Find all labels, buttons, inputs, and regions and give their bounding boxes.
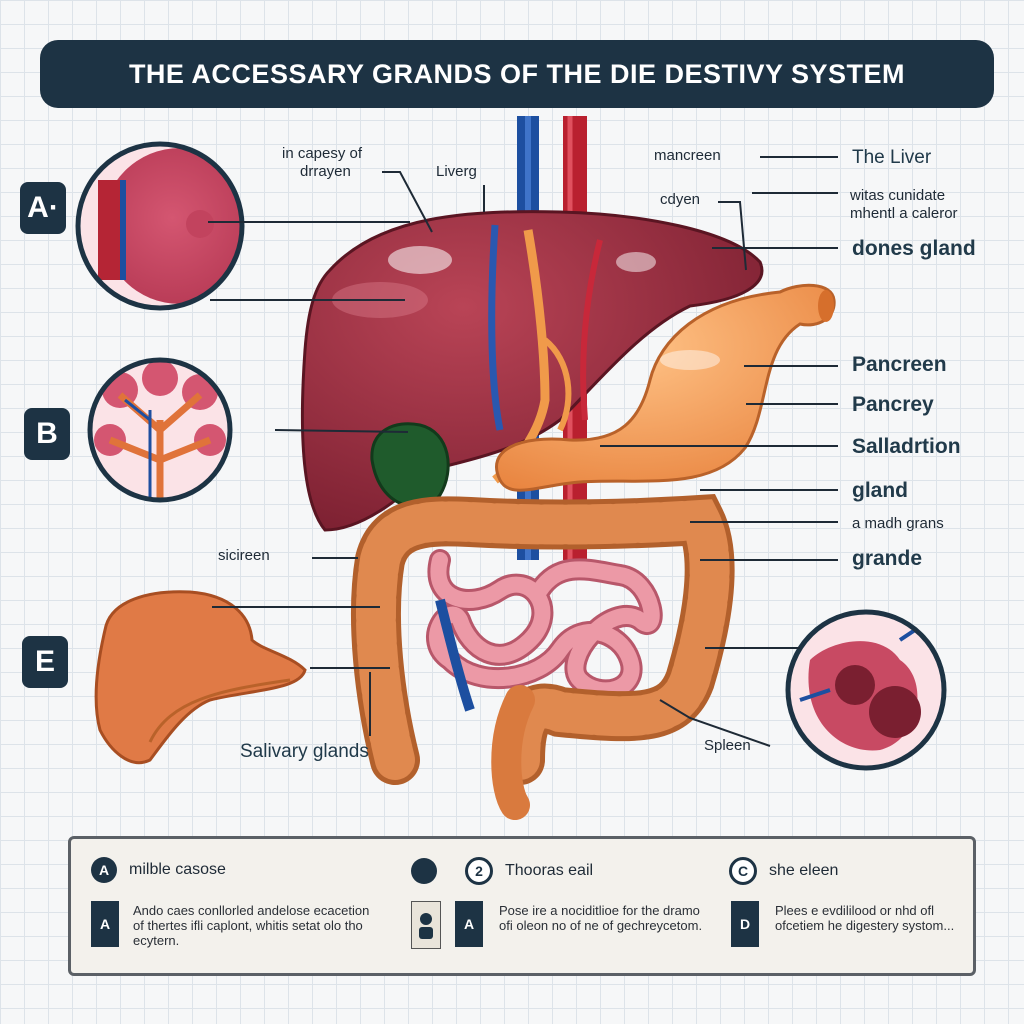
badge-e: E	[22, 636, 68, 688]
legend-dot-icon	[411, 858, 437, 884]
person-icon	[411, 901, 441, 949]
badge-a: A·	[20, 182, 66, 234]
title-banner: THE ACCESSARY GRANDS OF THE DIE DESTIVY …	[40, 40, 994, 108]
label-capsule-line2: drrayen	[300, 163, 351, 180]
legend-marker-2: 2	[465, 857, 493, 885]
legend-marker-a-text: A	[98, 862, 110, 878]
legend-desc-marker-1-text: A	[99, 916, 111, 932]
label-pancrey: Pancrey	[852, 393, 934, 416]
magnifier-circle-spleen	[785, 609, 947, 771]
legend-label-a: milble casose	[129, 861, 226, 878]
label-liverg: Liverg	[436, 163, 477, 180]
pancreas-organ	[94, 590, 307, 765]
legend-desc-marker-3: D	[731, 901, 759, 947]
magnifier-circle-a	[75, 141, 245, 311]
label-the-liver: The Liver	[852, 147, 932, 168]
legend-marker-2-text: 2	[475, 863, 483, 879]
legend-marker-c-text: C	[737, 863, 749, 879]
portal-vein	[488, 224, 504, 431]
label-withas-2: mhentl a caleror	[850, 205, 958, 222]
small-intestine-organ	[426, 549, 663, 702]
leader-lines	[208, 156, 838, 747]
label-capsule-line1: in capesy of	[282, 145, 363, 162]
legend-desc-marker-1: A	[91, 901, 119, 947]
label-salivary-glands: Salivary glands	[240, 741, 369, 762]
magnifier-circle-b	[87, 357, 233, 503]
legend-label-c: she eleen	[769, 862, 839, 879]
legend-marker-a: A	[91, 857, 117, 883]
legend-desc-marker-2: A	[455, 901, 483, 947]
badge-b-label: B	[36, 417, 58, 450]
label-withas-1: witas cunidate	[850, 187, 946, 204]
label-pancreen: Pancreen	[852, 353, 947, 376]
legend-item-c: C she eleen	[729, 857, 838, 885]
label-mancreen: mancreen	[654, 147, 721, 164]
legend-marker-c: C	[729, 857, 757, 885]
legend-desc-1: Ando caes conllorled andelose ecacetion …	[133, 903, 370, 948]
legend-desc-3: Plees e evdililood or nhd ofl ofcetiem h…	[775, 903, 955, 933]
page-title: THE ACCESSARY GRANDS OF THE DIE DESTIVY …	[128, 58, 906, 89]
legend-box: A milble casose 2 Thooras eail C she ele…	[68, 836, 976, 976]
label-gland: gland	[852, 479, 908, 502]
label-dones-gland: dones gland	[852, 237, 976, 260]
label-madh-grans: a madh grans	[852, 515, 944, 532]
label-salladrtion: Salladrtion	[852, 435, 961, 458]
legend-desc-marker-2-text: A	[463, 916, 475, 932]
large-intestine-organ	[350, 494, 735, 785]
legend-desc-2: Pose ire a nociditlioe for the dramo ofi…	[499, 903, 703, 933]
legend-label-2: Thooras eail	[505, 862, 594, 879]
label-cdyen: cdyen	[660, 191, 701, 208]
badge-e-label: E	[34, 645, 55, 678]
label-grande: grande	[852, 547, 923, 570]
badge-b: B	[24, 408, 70, 460]
legend-item-2: 2 Thooras eail	[411, 857, 593, 885]
label-sicireen: sicireen	[218, 547, 270, 564]
legend-item-a: A milble casose	[91, 857, 226, 883]
label-spleen: Spleen	[704, 737, 751, 754]
legend-desc-marker-3-text: D	[739, 916, 751, 932]
badge-a-label: A·	[27, 191, 59, 224]
gallbladder-organ	[370, 422, 450, 508]
stomach-organ	[495, 283, 836, 492]
